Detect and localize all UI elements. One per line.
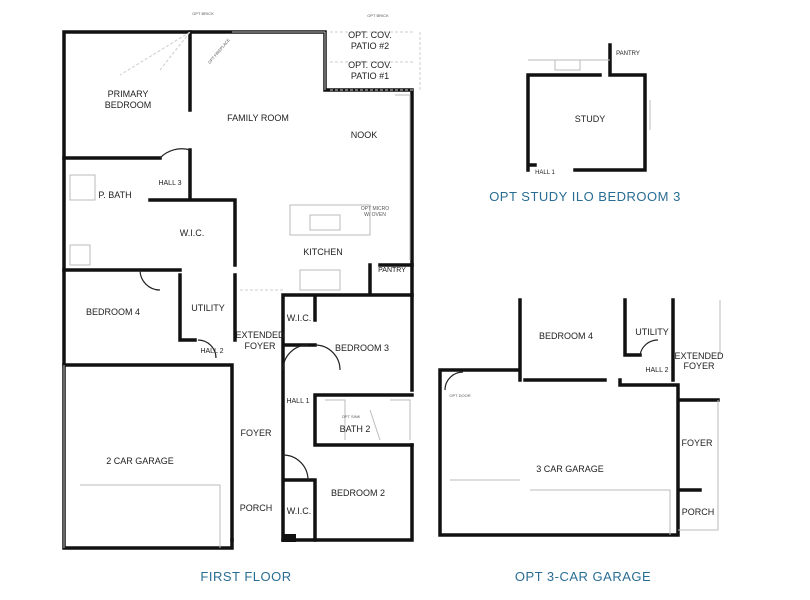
first-floor-title: FIRST FLOOR [200,569,291,584]
opt-micro-label-2: W/ OVEN [364,212,386,218]
study-label: STUDY [575,114,606,124]
opt-brick-label: OPT BRICK [367,13,389,18]
patio2-label-1: OPT. COV. [348,30,392,40]
garage-option-utility-label: UTILITY [635,327,669,337]
porch-label: PORCH [240,503,273,513]
bedroom3-label: BEDROOM 3 [335,343,389,353]
pantry-label: PANTRY [378,267,406,274]
wic-label: W.I.C. [287,313,312,323]
first-floor-fixtures [63,31,421,548]
study-option: PANTRY STUDY HALL 1 [526,43,651,176]
nook-label: NOOK [351,130,378,140]
wic-label: W.I.C. [287,506,312,516]
study-pantry-label: PANTRY [616,51,640,57]
bedroom2-label: BEDROOM 2 [331,488,385,498]
hall1-label: HALL 1 [286,398,309,405]
garage-option-title: OPT 3-CAR GARAGE [515,569,651,584]
primary-bedroom-label-2: BEDROOM [105,100,152,110]
opt-door-label: OPT DOOR [449,393,470,398]
patio1-label-1: OPT. COV. [348,60,392,70]
family-room-label: FAMILY ROOM [227,113,289,123]
opt-micro-label-1: OPT MICRO [361,206,389,212]
garage-option-extended-foyer-2: FOYER [683,361,715,371]
first-floor-labels: OPT BRICK OPT BRICK OPT FIREPLACE OPT. C… [86,11,406,516]
garage-label: 2 CAR GARAGE [106,456,174,466]
garage-option-extended-foyer-1: EXTENDED [674,351,724,361]
extended-foyer-label-2: FOYER [244,341,276,351]
primary-bedroom-label-1: PRIMARY [108,89,149,99]
opt-sink-label: OPT SINK [342,414,361,419]
study-hall1-label: HALL 1 [535,170,555,176]
garage-option-bedroom4-label: BEDROOM 4 [539,331,593,341]
hall3-label: HALL 3 [158,180,181,187]
hall2-label: HALL 2 [200,348,223,355]
foyer-label: FOYER [240,428,272,438]
kitchen-label: KITCHEN [303,247,343,257]
utility-label: UTILITY [191,303,225,313]
opt-brick-label: OPT BRICK [192,11,214,16]
garage-option-garage-label: 3 CAR GARAGE [536,464,604,474]
extended-foyer-label-1: EXTENDED [235,330,285,340]
garage-option-hall2-label: HALL 2 [645,367,668,374]
garage-option-foyer-label: FOYER [681,438,713,448]
study-option-title: OPT STUDY ILO BEDROOM 3 [489,189,681,204]
wic-label: W.I.C. [180,228,205,238]
patio1-label-2: PATIO #1 [351,71,389,81]
patio2-label-2: PATIO #2 [351,41,389,51]
garage-option: BEDROOM 4 UTILITY HALL 2 EXTENDED FOYER … [438,298,724,537]
bath2-label: BATH 2 [340,424,371,434]
bedroom4-label: BEDROOM 4 [86,307,140,317]
garage-option-porch-label: PORCH [682,507,715,517]
opt-fireplace-label: OPT FIREPLACE [207,37,231,65]
p-bath-label: P. BATH [98,190,131,200]
